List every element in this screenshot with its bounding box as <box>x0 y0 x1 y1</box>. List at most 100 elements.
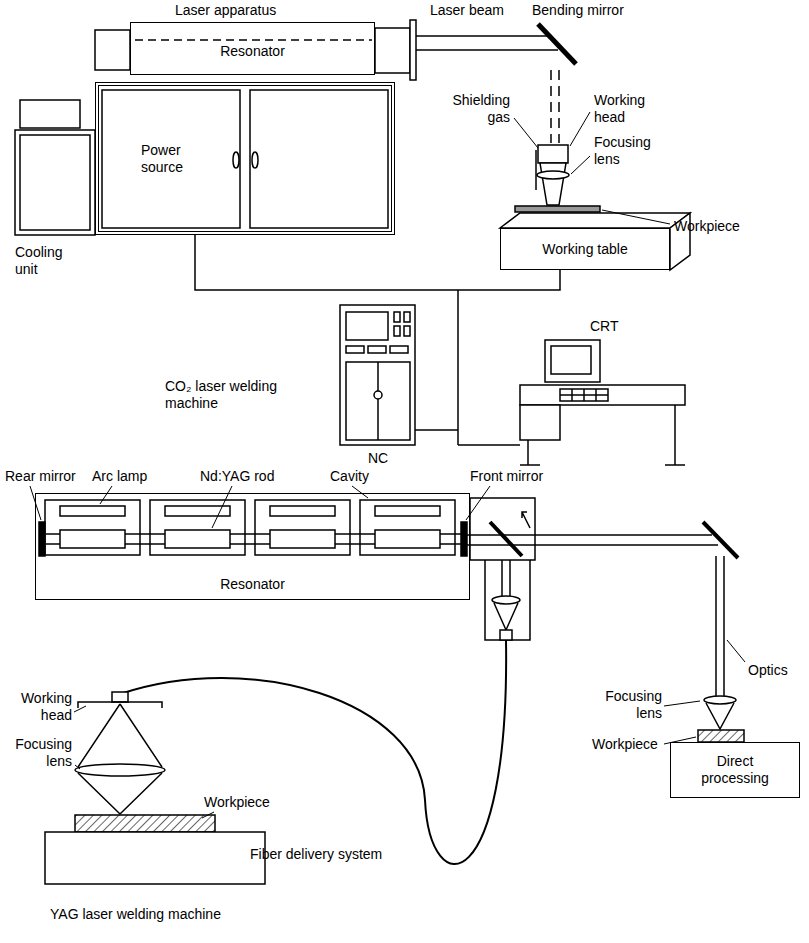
laser-beam <box>501 560 503 596</box>
part-label: Working head <box>6 690 72 724</box>
resonator-end <box>95 30 130 70</box>
part-label: Laser beam <box>430 2 504 19</box>
keyboard <box>560 389 608 401</box>
node-text: Resonator <box>220 43 285 60</box>
cooling-unit <box>20 100 80 128</box>
part-label: Rear mirror <box>5 468 76 485</box>
beam-switch <box>470 498 535 560</box>
cavity <box>255 500 350 555</box>
cabinet-door <box>102 90 240 228</box>
nc-button <box>390 346 408 353</box>
cooling-unit <box>20 135 90 230</box>
crt-screen <box>551 346 591 374</box>
part-label: Focusing lens <box>594 134 664 168</box>
desk-foot <box>520 464 540 466</box>
resonator-end <box>375 28 410 73</box>
arc-lamp <box>270 506 335 516</box>
nd-yag-rod <box>60 530 125 548</box>
node-text: Power source <box>141 142 211 176</box>
laser-beam <box>550 70 552 143</box>
keyboard <box>560 394 608 396</box>
part-label: Laser apparatus <box>175 2 276 19</box>
cable <box>458 444 520 446</box>
part-label: Nd:YAG rod <box>200 468 274 485</box>
crt-monitor <box>545 340 600 382</box>
part-label: CO₂ laser welding machine <box>165 378 295 412</box>
nc-door <box>377 362 379 440</box>
nd-yag-rod <box>165 530 230 548</box>
nc-button <box>346 346 364 353</box>
door-handle <box>374 391 382 399</box>
nc-button <box>404 312 410 322</box>
node-text: Working table <box>542 241 627 258</box>
workpiece <box>515 206 600 212</box>
laser-beam <box>715 556 717 696</box>
rear-mirror <box>39 522 45 556</box>
workpiece <box>698 730 744 742</box>
leader-line <box>571 156 590 174</box>
bending-mirror <box>538 24 576 64</box>
arc-lamp <box>60 506 125 516</box>
part-label: Cavity <box>330 468 369 485</box>
part-label: Workpiece <box>204 794 270 811</box>
part-label: Focusing lens <box>592 688 662 722</box>
nc-screen <box>346 312 388 340</box>
direct-processing-table: Direct processing <box>670 742 800 798</box>
beam-cone <box>494 603 518 630</box>
part-label: Optics <box>748 662 788 679</box>
front-mirror <box>461 522 467 556</box>
cabinet-door <box>250 90 388 228</box>
nd-yag-rod <box>375 530 440 548</box>
switch-mirror <box>490 522 522 556</box>
workpiece <box>75 815 215 832</box>
part-label: CRT <box>590 318 619 335</box>
part-label: Focusing lens <box>4 736 72 770</box>
part-label: Shielding gas <box>440 92 510 126</box>
resonator-box: Resonator <box>130 22 375 75</box>
part-label: Arc lamp <box>92 468 147 485</box>
part-label: YAG laser welding machine <box>50 906 221 923</box>
desk-leg <box>527 440 529 465</box>
leader-line <box>202 812 214 818</box>
laser-beam <box>467 534 712 536</box>
focusing-lens <box>75 764 165 776</box>
cable <box>415 429 458 431</box>
laser-beam <box>467 544 718 546</box>
cooling-unit <box>15 130 95 235</box>
part-label: Workpiece <box>674 218 740 235</box>
laser-beam <box>509 560 511 596</box>
gas-inlet <box>535 150 537 190</box>
coupling-lens <box>492 596 520 604</box>
leader-line <box>514 118 538 148</box>
leader-line <box>100 486 112 504</box>
nc-door <box>346 362 410 440</box>
beam-cone <box>78 773 162 814</box>
working-table: Working table <box>500 228 670 270</box>
laser-beam <box>416 35 548 37</box>
nc-button <box>394 312 400 322</box>
leader-line <box>75 765 80 769</box>
working-head <box>538 145 568 163</box>
nc-button <box>394 326 400 336</box>
focusing-lens <box>704 696 736 704</box>
laser-beam <box>558 70 560 143</box>
desk-drawer <box>520 405 560 440</box>
leader-line <box>727 640 745 662</box>
output-flange <box>410 20 416 80</box>
desk-foot <box>665 464 685 466</box>
laser-beam <box>416 49 558 51</box>
leader-line <box>570 112 590 146</box>
power-source-cabinet: Power source <box>95 82 395 235</box>
leader-line <box>602 210 670 224</box>
nozzle <box>540 163 566 205</box>
working-table <box>45 832 265 884</box>
leader-line <box>352 486 368 498</box>
cavity <box>45 500 140 555</box>
nc-button <box>368 346 386 353</box>
beam-axis <box>135 39 372 41</box>
cavity <box>150 500 245 555</box>
fiber-connector <box>500 630 512 640</box>
part-label: Cooling unit <box>15 244 77 278</box>
arc-lamp <box>375 506 440 516</box>
table-top <box>500 213 690 228</box>
